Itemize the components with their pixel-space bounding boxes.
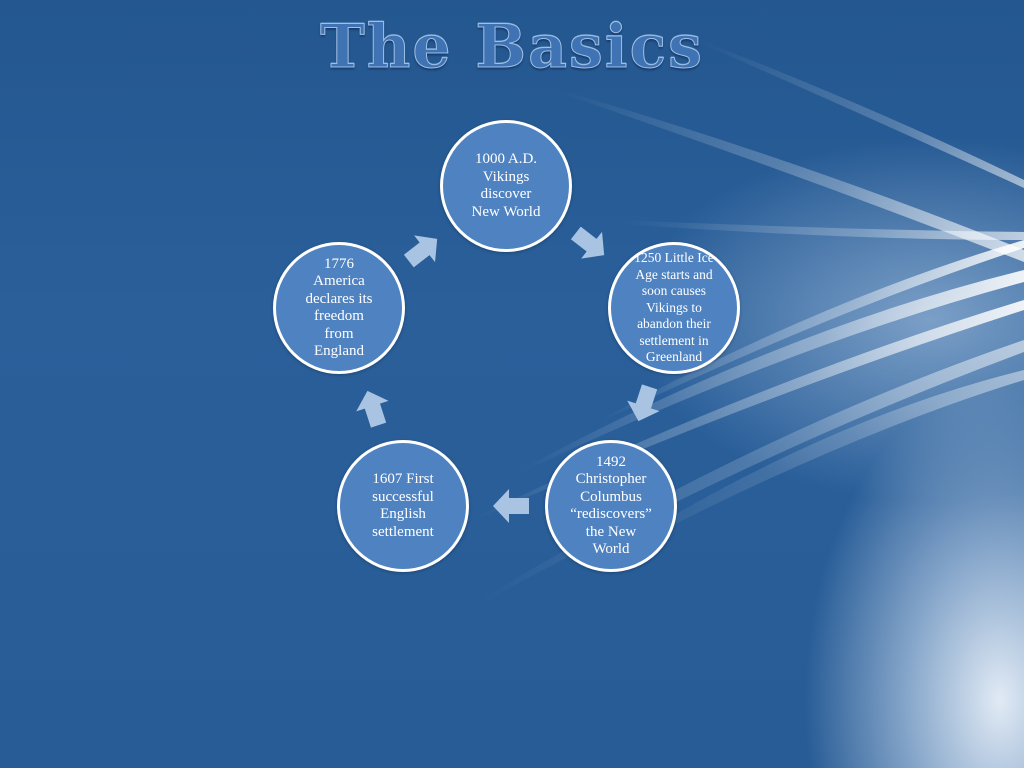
node-1492-columbus: 1492 Christopher Columbus “rediscovers” … (545, 440, 677, 572)
cycle-arrow-2-icon (627, 384, 660, 422)
node-1776-independence: 1776 America declares its freedom from E… (273, 242, 405, 374)
slide-title: The Basics (320, 12, 704, 83)
cycle-arrow-3-icon (493, 489, 529, 523)
cycle-arrow-4-icon (356, 390, 389, 428)
cycle-arrow-5-icon (403, 235, 438, 268)
node-1607-english-settlement: 1607 First successful English settlement (337, 440, 469, 572)
node-1250-little-ice-age: 1250 Little Ice Age starts and soon caus… (608, 242, 740, 374)
node-1000-vikings: 1000 A.D. Vikings discover New World (440, 120, 572, 252)
cycle-arrow-1-icon (570, 226, 605, 259)
